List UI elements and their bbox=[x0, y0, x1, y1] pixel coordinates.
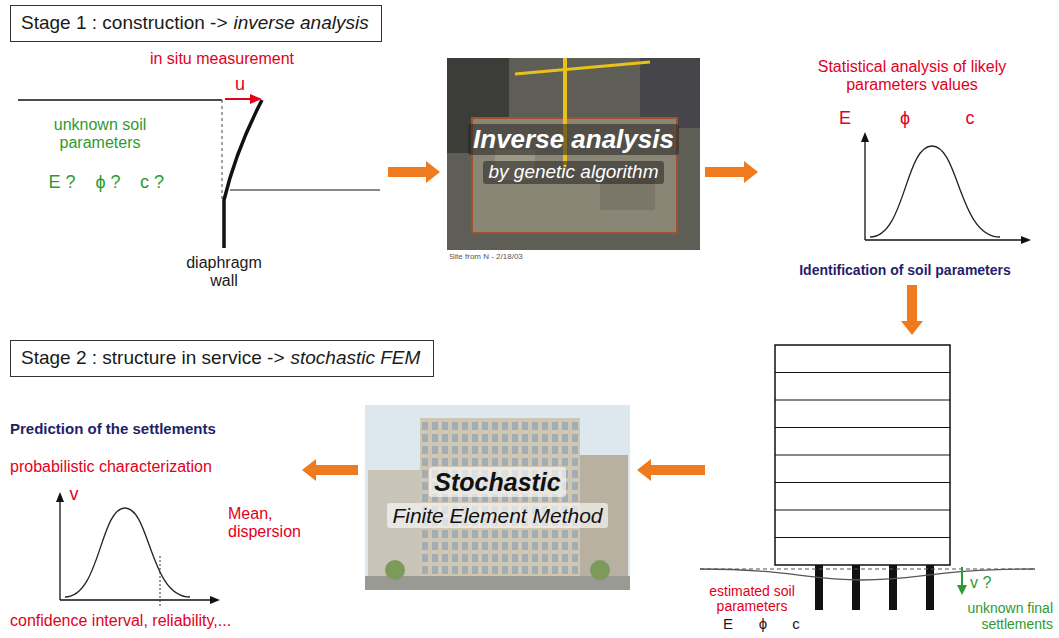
photo-caption-title: Inverse analysis bbox=[468, 124, 679, 155]
settlement-distribution-chart bbox=[56, 492, 220, 608]
parameter-symbol: c ? bbox=[140, 172, 164, 193]
flow-arrow bbox=[705, 161, 758, 183]
stage-method: inverse analysis bbox=[233, 12, 368, 35]
deformed-wall bbox=[224, 100, 262, 248]
stage-heading-box: Stage 1 : construction -> inverse analysi… bbox=[10, 5, 382, 42]
settlement-symbol: v bbox=[70, 484, 79, 505]
rendering-building bbox=[420, 418, 580, 580]
photo-caption-subtitle: Finite Element Method bbox=[387, 503, 607, 528]
construction-site-photo bbox=[447, 58, 700, 250]
axis-arrowhead bbox=[1021, 236, 1031, 244]
displacement-symbol: u bbox=[235, 74, 245, 95]
building-rendering bbox=[365, 405, 630, 590]
parameter-symbol: ϕ bbox=[759, 616, 767, 631]
rendering-tree bbox=[385, 560, 405, 580]
initial-ground-line bbox=[700, 568, 1035, 569]
crane-jib bbox=[515, 62, 650, 74]
stage-title: Stage 2 : structure in service -> bbox=[21, 347, 284, 370]
estimated-parameters-label: estimated soil parameters bbox=[697, 584, 807, 615]
bell-curve bbox=[65, 508, 190, 597]
photo-panel: StochasticFinite Element Method bbox=[365, 405, 630, 590]
statistics-label: Mean, dispersion bbox=[228, 505, 313, 542]
photo-caption-title: Stochastic bbox=[429, 467, 565, 497]
chart-axis bbox=[59, 500, 60, 600]
rendering-sky bbox=[365, 405, 630, 590]
building bbox=[775, 345, 950, 565]
settlement-symbol: v ? bbox=[970, 574, 991, 592]
stage-title: Stage 1 : construction -> bbox=[21, 12, 227, 35]
flow-arrow bbox=[302, 459, 358, 481]
parameter-symbol: E ? bbox=[48, 172, 75, 193]
settlement-arrowhead bbox=[957, 585, 967, 595]
settlement-arrow bbox=[961, 567, 963, 587]
parameter-distribution-chart bbox=[861, 132, 1031, 244]
chart-axis bbox=[865, 239, 1023, 240]
quantile-line bbox=[160, 556, 161, 608]
ground-line bbox=[18, 99, 222, 101]
characterization-label: probabilistic characterization bbox=[10, 458, 212, 476]
unknown-settlements-label: unknown final settlements bbox=[955, 600, 1053, 632]
chart-axis bbox=[60, 599, 212, 600]
reliability-label: confidence interval, reliability,... bbox=[10, 612, 231, 630]
parameter-symbol: c bbox=[966, 108, 975, 129]
unknown-parameters-label: unknown soil parameters bbox=[35, 116, 165, 153]
step-heading: Identification of soil parameters bbox=[799, 262, 1011, 278]
stage-method: stochastic FEM bbox=[290, 347, 420, 370]
excavation-bottom-line bbox=[230, 189, 380, 190]
displacement-arrowhead bbox=[250, 94, 262, 104]
parameter-symbol: ϕ bbox=[900, 108, 910, 129]
axis-arrowhead bbox=[861, 132, 869, 142]
photo-credit: Site from N - 2/18/03 bbox=[449, 252, 523, 261]
measurement-label: in situ measurement bbox=[150, 50, 294, 68]
pile bbox=[889, 565, 897, 610]
pile bbox=[815, 565, 823, 610]
axis-arrowhead bbox=[56, 492, 64, 502]
photo-ground bbox=[447, 58, 700, 250]
axis-arrowhead bbox=[210, 596, 220, 604]
parameter-symbol: c bbox=[792, 616, 800, 631]
wall-label: diaphragm wall bbox=[174, 254, 274, 291]
statistical-analysis-label: Statistical analysis of likely parameter… bbox=[797, 58, 1027, 95]
displacement-arrow bbox=[225, 98, 252, 100]
flow-arrow bbox=[901, 285, 923, 335]
step-heading: Prediction of the settlements bbox=[10, 420, 216, 437]
rendering-tree bbox=[590, 560, 610, 580]
flow-arrow bbox=[637, 459, 705, 481]
parameter-symbol: E bbox=[839, 108, 851, 129]
bell-curve bbox=[870, 146, 1000, 237]
pile bbox=[852, 565, 860, 610]
floor-lines bbox=[775, 373, 950, 538]
stage-heading-box: Stage 2 : structure in service -> stochas… bbox=[10, 340, 434, 377]
diaphragm-wall-figure bbox=[18, 94, 380, 248]
initial-wall-line bbox=[222, 100, 223, 200]
rendering-street bbox=[365, 576, 630, 590]
pile bbox=[926, 565, 934, 610]
building-figure bbox=[700, 345, 1035, 610]
parameter-symbol: ϕ ? bbox=[95, 172, 120, 193]
parameter-symbol: E bbox=[723, 616, 733, 631]
rendering-windows bbox=[420, 418, 580, 580]
flow-arrow bbox=[388, 161, 440, 183]
photo-panel: Inverse analysis by genetic algorithm bbox=[447, 58, 700, 250]
photo-caption-subtitle: by genetic algorithm bbox=[483, 161, 663, 184]
chart-axis bbox=[864, 140, 865, 240]
